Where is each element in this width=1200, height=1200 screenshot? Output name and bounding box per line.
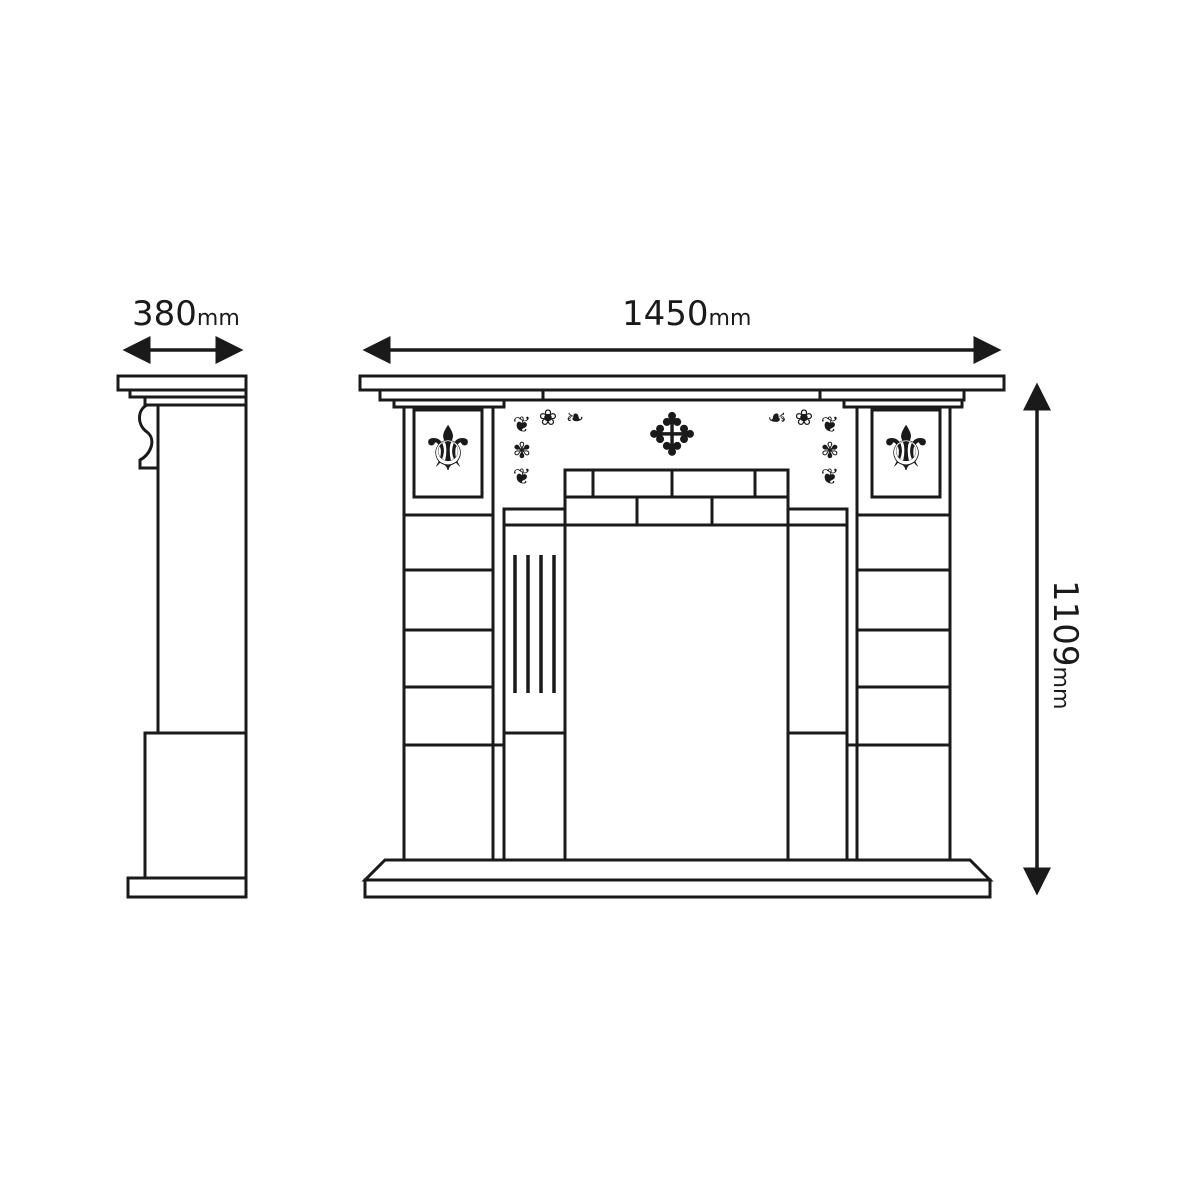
fleur-de-lis-icon: ⚜ (420, 412, 476, 485)
scroll-corner-icon: ❦ ❀ ☙ ✾❦ (767, 406, 839, 490)
svg-text:❦: ❦ (513, 465, 531, 490)
fleur-de-lis-icon: ⚜ (878, 412, 934, 485)
height-value: 1109 (1045, 580, 1085, 667)
side-view (116, 374, 248, 899)
svg-text:✾: ✾ (821, 439, 839, 464)
depth-value: 380 (132, 294, 197, 334)
svg-text:❦: ❦ (513, 413, 531, 438)
height-label: 1109mm (1045, 580, 1085, 709)
svg-text:❧: ❧ (566, 406, 584, 431)
width-unit: mm (708, 306, 752, 331)
cross-ornament-icon: ✥ (648, 401, 697, 469)
svg-text:❀: ❀ (795, 406, 813, 431)
svg-text:☙: ☙ (767, 406, 787, 431)
width-value: 1450 (622, 294, 709, 334)
width-label: 1450mm (622, 294, 751, 334)
svg-text:❦: ❦ (821, 465, 839, 490)
svg-text:✾: ✾ (513, 439, 531, 464)
height-unit: mm (1048, 666, 1073, 710)
scroll-corner-icon: ❦ ❀ ❧ ✾❦ (513, 406, 584, 490)
front-view: ⚜ ⚜ ✥ ❦❀❧ ✾❦ ❦❀☙ ✾❦ (358, 374, 1006, 899)
svg-text:❀: ❀ (539, 406, 557, 431)
depth-unit: mm (196, 306, 240, 331)
svg-text:❦: ❦ (821, 413, 839, 438)
depth-label: 380mm (132, 294, 240, 334)
